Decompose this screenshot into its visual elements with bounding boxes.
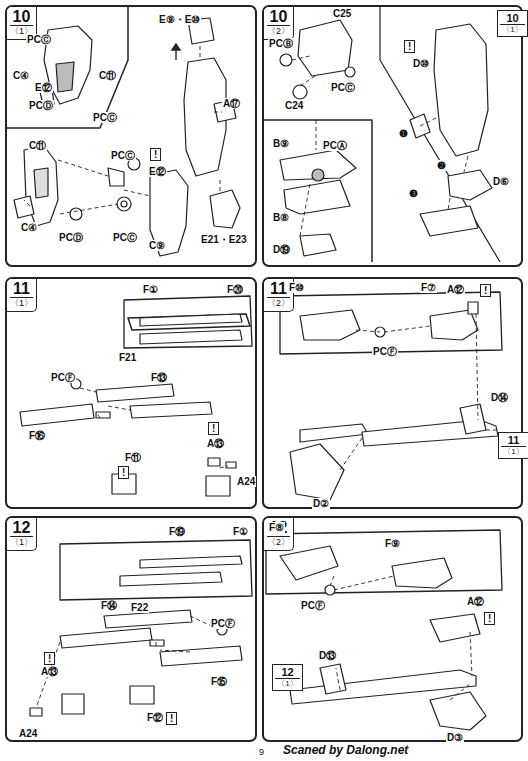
part-name: PCⒻ xyxy=(300,600,326,611)
part-name: PCⒻ xyxy=(210,618,236,629)
part-name: A⑬ xyxy=(40,666,59,677)
part-name: C⑨ xyxy=(148,240,166,251)
part-name: F⑧ xyxy=(268,522,285,533)
step-number: 12 xyxy=(275,666,300,679)
caution-mark: ! xyxy=(44,652,55,665)
part-name: B⑧ xyxy=(272,212,290,223)
step-panel: 12 〈2〉 12〈1〉 xyxy=(262,516,523,742)
sub-step: 〈1〉 xyxy=(501,447,526,457)
step-number: 10 xyxy=(267,8,290,26)
reference-box: 12〈1〉 xyxy=(272,664,303,691)
part-name: D③ xyxy=(446,732,464,743)
part-name: PCⒸ xyxy=(26,34,52,45)
step-panel: 12〈1〉 xyxy=(5,516,257,742)
sub-step: 〈1〉 xyxy=(10,537,33,548)
part-name: PCⒶ xyxy=(322,140,348,151)
caution-mark: ! xyxy=(166,712,177,725)
part-name: F① xyxy=(232,526,249,537)
caution-mark: ! xyxy=(484,612,495,625)
part-name: PCⒻ xyxy=(50,372,76,383)
watermark: Scaned by Dalong.net xyxy=(282,745,409,756)
part-name: F⑯ xyxy=(28,430,46,441)
sub-step: 〈1〉 xyxy=(275,679,300,689)
part-name: ❶ xyxy=(398,128,409,139)
part-name: C25 xyxy=(332,8,352,19)
caution-mark: ! xyxy=(118,466,129,479)
part-name: B⑨ xyxy=(272,138,290,149)
part-name: C⑪ xyxy=(98,70,117,81)
step-panel: 11〈1〉 xyxy=(5,277,257,509)
step-number: 11 xyxy=(501,434,526,447)
part-name: C24 xyxy=(284,100,304,111)
part-name: E⑫ xyxy=(148,166,167,177)
part-name: F⑪ xyxy=(124,452,142,463)
sub-step: 〈1〉 xyxy=(10,298,33,309)
part-name: F⑲ xyxy=(168,526,186,537)
step-number: 11 xyxy=(267,280,290,298)
part-name: F⑩ xyxy=(288,282,305,293)
part-name: PCⒹ xyxy=(58,232,84,243)
part-name: C④ xyxy=(12,70,30,81)
part-name: D⑲ xyxy=(272,244,291,255)
sub-step: 〈2〉 xyxy=(267,298,290,309)
part-name: A⑰ xyxy=(222,98,241,109)
part-name: F⑫ xyxy=(146,712,164,723)
part-name: F⑳ xyxy=(226,284,244,295)
part-name: ❸ xyxy=(408,188,419,199)
step-number: 10 xyxy=(10,8,33,26)
step-number: 12 xyxy=(10,519,33,537)
part-name: A⑫ xyxy=(466,596,485,607)
part-name: PCⒸ xyxy=(92,112,118,123)
part-name: F22 xyxy=(130,602,149,613)
part-name: D⑬ xyxy=(318,650,337,661)
step-header: 10〈2〉 xyxy=(264,7,294,40)
caution-mark: ! xyxy=(208,422,219,435)
part-name: A⑬ xyxy=(206,438,225,449)
reference-box: 11〈1〉 xyxy=(498,432,528,459)
part-name: A24 xyxy=(236,476,256,487)
part-name: C④ xyxy=(20,222,38,233)
part-name: A⑫ xyxy=(446,284,465,295)
part-name: F⑭ xyxy=(100,600,118,611)
part-name: E⑨・E⑩ xyxy=(158,14,201,25)
part-name: A24 xyxy=(18,728,38,739)
part-name: D⑥ xyxy=(492,176,510,187)
part-name: E21・E23 xyxy=(200,234,248,245)
sub-step: 〈2〉 xyxy=(267,537,290,548)
part-name: ❷ xyxy=(436,160,447,171)
part-name: PCⒸ xyxy=(330,82,356,93)
part-name: PCⒸ xyxy=(110,150,136,161)
reference-box: 10〈1〉 xyxy=(497,10,528,37)
part-name: D② xyxy=(312,498,330,509)
caution-mark: ! xyxy=(404,40,415,53)
sub-step: 〈1〉 xyxy=(500,25,525,35)
sub-step: 〈2〉 xyxy=(267,26,290,37)
part-name: F① xyxy=(142,284,159,295)
part-name: F21 xyxy=(118,352,137,363)
step-panel: 11〈2〉11〈1〉 xyxy=(262,277,523,509)
part-name: PCⒹ xyxy=(28,100,54,111)
part-name: C⑪ xyxy=(28,140,47,151)
part-name: F⑦ xyxy=(420,282,437,293)
step-number: 10 xyxy=(500,12,525,25)
part-name: F⑮ xyxy=(210,676,228,687)
step-panel: 10〈2〉10〈1〉 xyxy=(262,5,523,267)
step-header: 12〈1〉 xyxy=(7,518,37,551)
part-name: D⑭ xyxy=(490,392,509,403)
part-name: F⑨ xyxy=(384,538,401,549)
step-number: 11 xyxy=(10,280,33,298)
part-name: E⑫ xyxy=(34,82,53,93)
page-number: 9 xyxy=(258,747,265,758)
part-name: F⑬ xyxy=(150,372,168,383)
part-name: PCⒸ xyxy=(112,232,138,243)
part-name: D⑩ xyxy=(412,58,430,69)
part-name: PCⒷ xyxy=(268,38,294,49)
caution-mark: ! xyxy=(480,284,491,297)
caution-mark: ! xyxy=(150,148,161,161)
part-name: PCⒻ xyxy=(372,346,398,357)
step-header: 11〈1〉 xyxy=(7,279,37,312)
